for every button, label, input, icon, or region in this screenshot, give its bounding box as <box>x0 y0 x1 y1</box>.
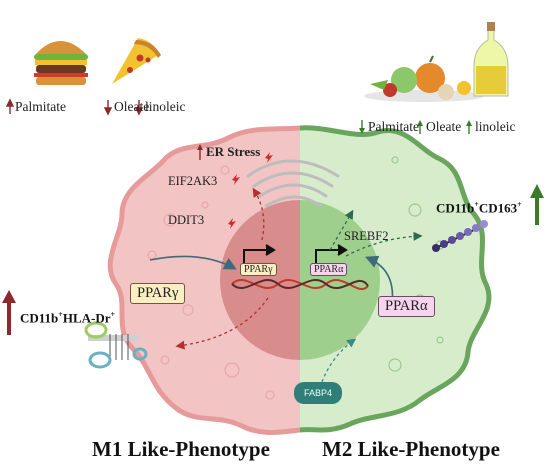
m1-marker-sup1: + <box>58 310 63 319</box>
vegetables-oil-illustration <box>364 22 509 102</box>
left-diet-palmitate: Palmitate <box>15 99 66 114</box>
er-stress-lightning <box>228 152 273 229</box>
m2-marker-prefix: CD11b <box>436 200 475 216</box>
ppar-alpha-cytoplasm: PPARα <box>378 296 435 317</box>
ddit3-label: DDIT3 <box>168 213 205 227</box>
burger-illustration <box>34 41 88 85</box>
fabp4-protein: FABP4 <box>294 382 342 404</box>
right-diet-arrows <box>359 120 472 134</box>
signaling-arrows <box>149 187 423 383</box>
right-diet-linoleic: linoleic <box>475 119 516 134</box>
m1-marker-sup2: + <box>110 310 116 319</box>
cd163-receptor <box>432 220 488 252</box>
m2-marker-up-arrow <box>530 184 544 225</box>
right-diet-palmitate: Palmitate <box>368 119 419 134</box>
hla-dr-receptor <box>84 321 148 369</box>
ppar-gamma-nucleus: PPARγ <box>240 263 277 276</box>
left-diet-linoleic: linoleic <box>145 99 186 114</box>
pizza-illustration <box>112 38 161 84</box>
m2-marker-sup1: + <box>474 200 479 209</box>
eif2ak3-label: EIF2AK3 <box>168 174 218 188</box>
m2-surface-marker: CD11b+CD163+ <box>436 200 522 216</box>
right-diet-oleate: Oleate <box>426 119 462 134</box>
m1-surface-marker: CD11b+HLA-Dr+ <box>20 310 115 326</box>
ppar-alpha-nucleus: PPARα <box>310 263 348 276</box>
m1-marker-prefix: CD11b <box>20 310 59 326</box>
srebf2-label: SREBF2 <box>344 229 389 243</box>
m2-phenotype-title: M2 Like-Phenotype <box>322 437 500 461</box>
er-stress-up-arrow <box>197 144 203 160</box>
endoplasmic-reticulum <box>246 159 340 208</box>
m2-marker-sup2: + <box>517 200 522 209</box>
left-diet-arrows <box>5 98 144 116</box>
m1-marker-mid: HLA-Dr <box>62 310 111 326</box>
ppar-gamma-cytoplasm: PPARγ <box>130 283 186 304</box>
m2-marker-mid: CD163 <box>478 200 518 216</box>
m1-phenotype-title: M1 Like-Phenotype <box>92 437 270 461</box>
dna-helix <box>231 278 369 290</box>
m1-marker-up-arrow <box>2 290 16 335</box>
er-stress-label: ER Stress <box>206 144 261 159</box>
cell-body <box>107 125 492 435</box>
left-diet-oleate: Oleate <box>114 99 150 114</box>
